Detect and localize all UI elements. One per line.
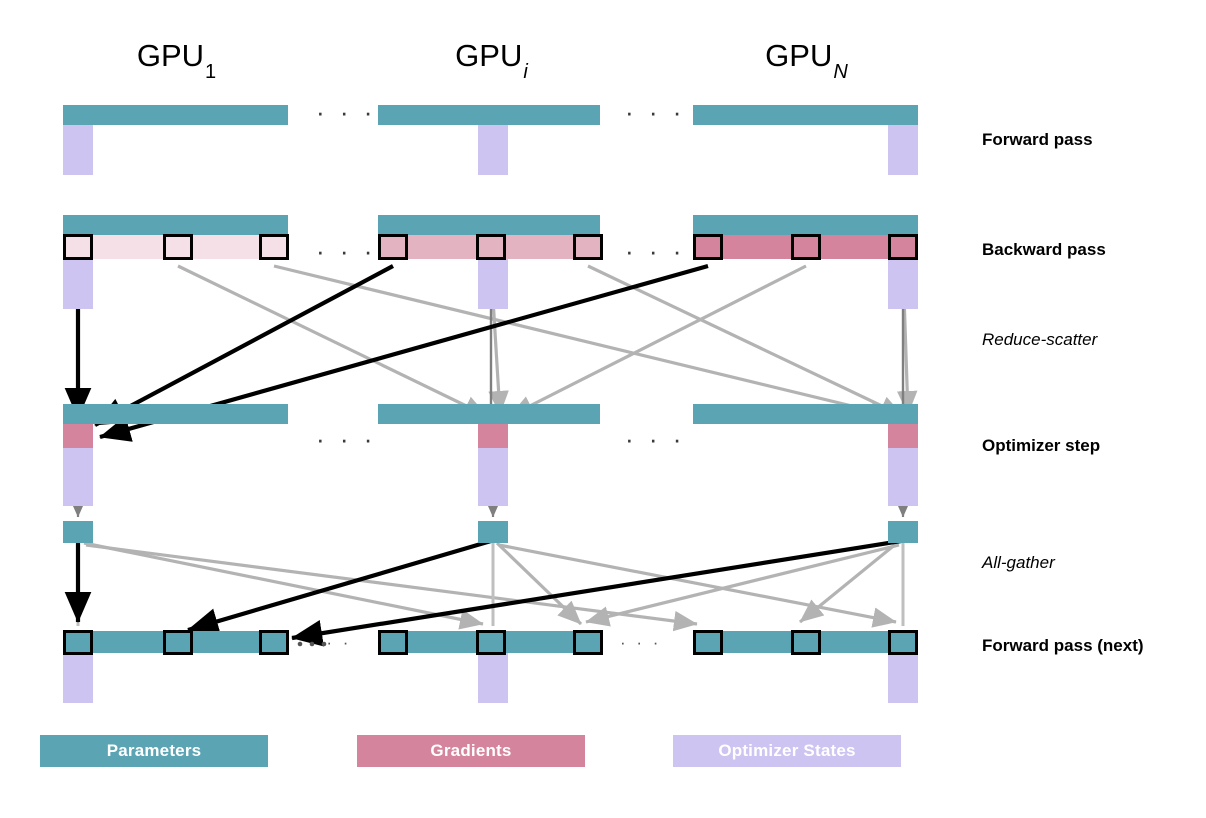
- gradients-bar-gpui: [378, 235, 600, 259]
- gpu-header-i: GPUi: [455, 38, 528, 83]
- gpu-header-1-label: GPU: [136, 38, 205, 73]
- stage-label-optimizer-step: Optimizer step: [982, 436, 1101, 455]
- gpu-header-n: GPUN: [765, 38, 848, 83]
- parameters-bar-optimizer-gpu1: [63, 404, 288, 424]
- row-ellipsis-optimizer-left: · · ·: [316, 424, 377, 454]
- stage-label-backward-pass: Backward pass: [982, 240, 1106, 259]
- gradient-shard-square: [378, 234, 408, 260]
- parameter-shard-gpu1: [63, 521, 93, 543]
- gpu-header-n-subscript: N: [833, 61, 848, 84]
- parameters-bar-optimizer-gpun: [693, 404, 918, 424]
- stage-label-forward-pass-next: Forward pass (next): [982, 636, 1144, 655]
- row-ellipsis-optimizer-right: · · ·: [625, 424, 686, 454]
- all-gather-light-arrows: [83, 541, 900, 632]
- gradients-bar-gpu1: [63, 235, 288, 259]
- parameter-shard-square: [476, 630, 506, 655]
- gradient-shard-square: [63, 234, 93, 260]
- gpu-header-n-label: GPU: [765, 38, 833, 73]
- parameter-shard-square: [791, 630, 821, 655]
- gpu-header-i-label: GPU: [455, 38, 523, 73]
- legend-label-optimizer-states: Optimizer States: [718, 741, 856, 760]
- legend-label-gradients: Gradients: [430, 741, 512, 760]
- row-ellipsis-next-left: · · ·: [310, 633, 352, 652]
- parameters-bar-optimizer-gpui: [378, 404, 600, 424]
- optimizer-states-column-optimizer-gpun: [888, 448, 918, 506]
- all-gather-dark-arrows: [64, 538, 902, 647]
- parameters-bar-gpui: [378, 105, 600, 125]
- legend-item-parameters: Parameters: [40, 735, 268, 767]
- gradient-shard-square: [476, 234, 506, 260]
- parameters-bar-gpun: [693, 105, 918, 125]
- optimizer-states-column-backward-gpui: [478, 259, 508, 309]
- parameter-shard-square: [63, 630, 93, 655]
- optimizer-states-column-gpun: [888, 125, 918, 175]
- gradient-block-optimizer-gpui: [478, 424, 508, 448]
- gradient-shard-square: [163, 234, 193, 260]
- gradient-shard-square: [573, 234, 603, 260]
- reduce-scatter-light-arrows: [177, 264, 918, 421]
- optimizer-states-column-optimizer-gpui: [478, 448, 508, 506]
- optimizer-states-column-backward-gpun: [888, 259, 918, 309]
- optimizer-states-column-optimizer-gpu1: [63, 448, 93, 506]
- optimizer-states-column-gpui: [478, 125, 508, 175]
- all-gather-vertical-connectors: [76, 543, 905, 626]
- legend-label-parameters: Parameters: [106, 741, 202, 760]
- parameter-shard-square: [259, 630, 289, 655]
- parameters-bar-backward-gpun: [693, 215, 918, 235]
- gradients-bar-gpun: [693, 235, 918, 259]
- gradient-block-optimizer-gpu1: [63, 424, 93, 448]
- row-ellipsis-backward-right: · · ·: [625, 236, 686, 266]
- stage-label-reduce-scatter: Reduce-scatter: [982, 330, 1098, 349]
- row-ellipsis-forward-right: · · ·: [625, 97, 686, 127]
- optimizer-states-column-gpu1: [63, 125, 93, 175]
- parameter-shard-gpun: [888, 521, 918, 543]
- gradient-shard-square: [791, 234, 821, 260]
- gradient-shard-square: [888, 234, 918, 260]
- parameter-shard-gpui: [478, 521, 508, 543]
- parameter-shard-square: [693, 630, 723, 655]
- gpu-header-1: GPU1: [136, 38, 216, 83]
- optimizer-states-column-next-gpui: [478, 653, 508, 703]
- parameter-shard-square: [378, 630, 408, 655]
- all-gather-dotted-trail: [297, 641, 327, 647]
- gradient-shard-square: [693, 234, 723, 260]
- row-ellipsis-forward-left: · · ·: [316, 97, 377, 127]
- parameters-bar-backward-gpu1: [63, 215, 288, 235]
- parameters-bar-gpu1: [63, 105, 288, 125]
- gpu-header-i-subscript: i: [523, 61, 528, 84]
- gradient-shard-square: [259, 234, 289, 260]
- reduce-scatter-vertical-connectors: [489, 266, 905, 410]
- optimizer-states-column-next-gpun: [888, 653, 918, 703]
- parameter-shard-square: [163, 630, 193, 655]
- stage-label-all-gather: All-gather: [982, 553, 1055, 572]
- optimizer-states-column-backward-gpu1: [63, 259, 93, 309]
- parameters-bar-backward-gpui: [378, 215, 600, 235]
- parameter-shard-square: [888, 630, 918, 655]
- legend-item-optimizer-states: Optimizer States: [673, 735, 901, 767]
- gpu-header-1-subscript: 1: [205, 61, 217, 84]
- optimizer-to-shard-connectors: [70, 500, 911, 518]
- row-ellipsis-backward-left: · · ·: [316, 236, 377, 266]
- optimizer-states-column-next-gpu1: [63, 653, 93, 703]
- gradient-block-optimizer-gpun: [888, 424, 918, 448]
- row-ellipsis-next-right: · · ·: [620, 633, 662, 652]
- parameter-shard-square: [573, 630, 603, 655]
- stage-label-forward-pass: Forward pass: [982, 130, 1093, 149]
- legend-item-gradients: Gradients: [357, 735, 585, 767]
